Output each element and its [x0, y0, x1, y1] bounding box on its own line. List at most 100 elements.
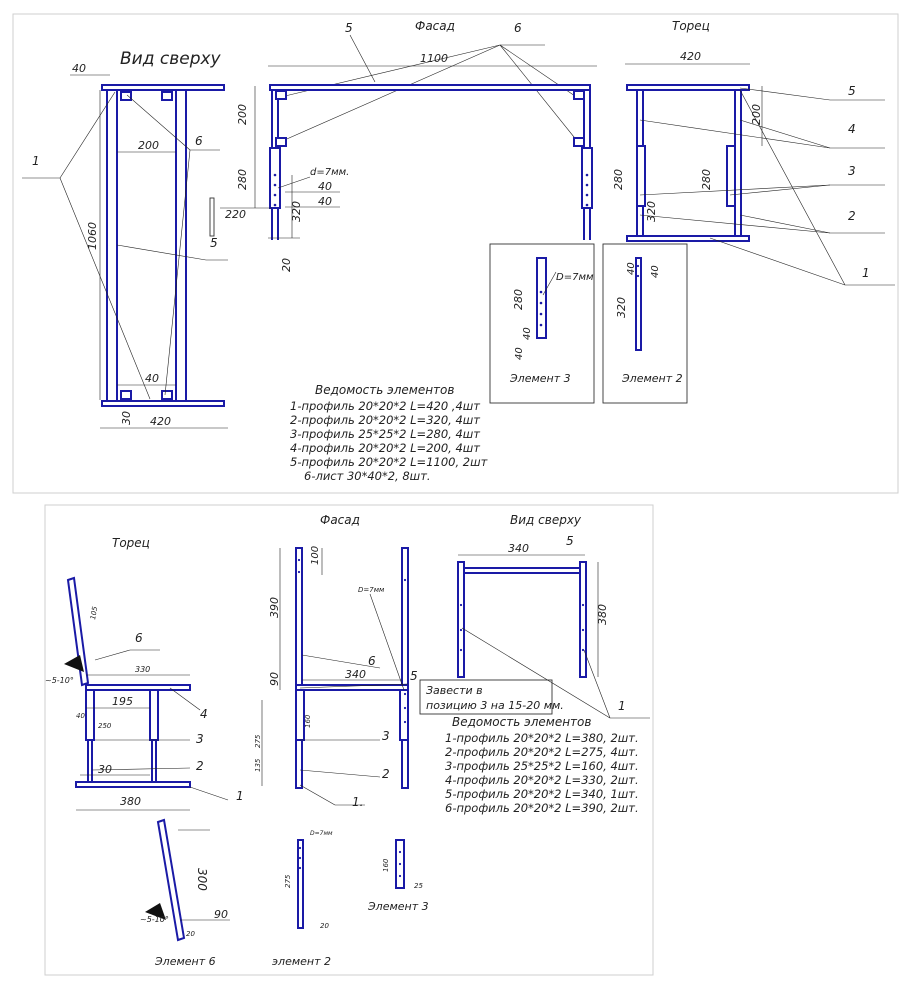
svg-text:~5-10°: ~5-10° [45, 676, 74, 685]
svg-text:320: 320 [615, 297, 628, 318]
svg-text:1-профиль 20*20*2 L=380, 2шт.: 1-профиль 20*20*2 L=380, 2шт. [445, 731, 639, 745]
svg-text:390: 390 [268, 597, 281, 618]
svg-text:380: 380 [596, 604, 609, 625]
install-note-box [419, 679, 553, 715]
svg-text:5: 5 [848, 84, 856, 98]
facade-title: Фасад [415, 19, 455, 33]
svg-text:5: 5 [410, 669, 418, 683]
svg-text:2: 2 [196, 759, 204, 773]
svg-text:d=7мм.: d=7мм. [310, 167, 349, 178]
svg-text:4: 4 [848, 122, 856, 136]
svg-text:20: 20 [280, 258, 293, 272]
svg-text:6: 6 [195, 134, 203, 148]
svg-text:5-профиль 20*20*2 L=1100, 2шт: 5-профиль 20*20*2 L=1100, 2шт [290, 455, 488, 469]
svg-text:2: 2 [848, 209, 856, 223]
svg-text:20: 20 [320, 922, 329, 930]
svg-text:3: 3 [382, 729, 390, 743]
svg-text:1.: 1. [352, 795, 363, 809]
svg-text:5-профиль 20*20*2 L=340, 1шт.: 5-профиль 20*20*2 L=340, 1шт. [445, 787, 639, 801]
svg-text:Завести в: Завести в [426, 684, 483, 697]
svg-text:280: 280 [612, 169, 625, 190]
svg-text:220: 220 [225, 208, 246, 221]
sheet2-facade: Фасад 100 390 90 340 160 275 135 D=7мм 6… [254, 513, 564, 809]
svg-text:40: 40 [72, 62, 86, 75]
svg-text:40: 40 [650, 265, 661, 278]
svg-text:200: 200 [236, 104, 249, 125]
svg-text:250: 250 [98, 722, 112, 730]
svg-text:100: 100 [310, 546, 321, 565]
svg-text:20: 20 [186, 930, 195, 938]
svg-text:280: 280 [700, 169, 713, 190]
svg-text:Элемент 2: Элемент 2 [621, 372, 683, 385]
sheet1-spec: Ведомость элементов 1-профиль 20*20*2 L=… [290, 383, 488, 483]
svg-text:6-лист 30*40*2, 8шт.: 6-лист 30*40*2, 8шт. [304, 469, 431, 483]
top-bar-lower [101, 400, 225, 407]
svg-text:90: 90 [268, 672, 281, 686]
svg-text:3-профиль 25*25*2 L=160, 4шт.: 3-профиль 25*25*2 L=160, 4шт. [445, 759, 639, 773]
svg-text:1100: 1100 [420, 52, 448, 65]
svg-text:2: 2 [382, 767, 390, 781]
svg-text:420: 420 [680, 50, 701, 63]
svg-text:6: 6 [514, 21, 522, 35]
top-bar-upper [101, 84, 225, 91]
sheet1-element2: 40 40 320 Элемент 2 [602, 243, 688, 404]
svg-text:6-профиль 20*20*2 L=390, 2шт.: 6-профиль 20*20*2 L=390, 2шт. [445, 801, 639, 815]
svg-text:Фасад: Фасад [320, 513, 360, 527]
svg-text:D=7мм: D=7мм [556, 272, 594, 283]
svg-text:40: 40 [626, 262, 637, 275]
sheet2-frame [44, 504, 654, 976]
svg-text:1-профиль 20*20*2 L=420 ,4шт: 1-профиль 20*20*2 L=420 ,4шт [290, 399, 480, 413]
svg-text:320: 320 [645, 201, 658, 222]
svg-text:4: 4 [200, 707, 208, 721]
sheet2-end-view: Торец ~5-10° 330 195 30 380 105 250 40 6… [45, 536, 244, 811]
svg-text:Вид сверху: Вид сверху [510, 513, 582, 527]
svg-text:275: 275 [284, 874, 292, 888]
svg-text:40: 40 [318, 195, 332, 208]
svg-text:4-профиль 20*20*2 L=330, 2шт.: 4-профиль 20*20*2 L=330, 2шт. [445, 773, 639, 787]
svg-text:40: 40 [145, 372, 159, 385]
top-view-title: Вид сверху [120, 49, 222, 69]
svg-text:5: 5 [210, 236, 218, 250]
svg-text:90: 90 [214, 908, 228, 921]
svg-text:160: 160 [304, 714, 312, 728]
svg-text:3: 3 [196, 732, 204, 746]
svg-text:6: 6 [368, 654, 376, 668]
svg-text:420: 420 [150, 415, 171, 428]
svg-text:200: 200 [750, 104, 763, 125]
svg-text:195: 195 [112, 695, 133, 708]
svg-text:1: 1 [32, 154, 40, 168]
svg-text:330: 330 [135, 665, 150, 674]
svg-text:5: 5 [345, 21, 353, 35]
svg-text:4-профиль 20*20*2 L=200, 4шт: 4-профиль 20*20*2 L=200, 4шт [290, 441, 480, 455]
sheet1-end-view: Торец 420 200 280 280 320 5 4 3 2 1 [612, 19, 895, 286]
svg-text:340: 340 [345, 668, 366, 681]
svg-text:~5-10°: ~5-10° [140, 915, 169, 924]
svg-text:5: 5 [566, 534, 574, 548]
svg-text:200: 200 [138, 139, 159, 152]
sheet1-facade: Фасад 5 6 1100 200 280 220 320 d=7мм. 4 [220, 19, 597, 272]
svg-text:D=7мм: D=7мм [310, 830, 333, 837]
svg-text:380: 380 [120, 795, 141, 808]
svg-text:40: 40 [318, 180, 332, 193]
svg-text:135: 135 [254, 758, 262, 772]
svg-text:Элемент 3: Элемент 3 [509, 372, 571, 385]
svg-text:40: 40 [522, 327, 533, 340]
sheet2-spec: Ведомость элементов 1-профиль 20*20*2 L=… [445, 715, 639, 815]
svg-text:позицию 3 на 15-20 мм.: позицию 3 на 15-20 мм. [426, 699, 564, 712]
spec-title: Ведомость элементов [315, 383, 454, 397]
svg-text:1060: 1060 [86, 222, 99, 250]
svg-text:2-профиль 20*20*2 L=275, 4шт.: 2-профиль 20*20*2 L=275, 4шт. [445, 745, 639, 759]
sheet1-frame [12, 13, 899, 494]
svg-text:340: 340 [508, 542, 529, 555]
svg-text:Элемент 6: Элемент 6 [154, 955, 216, 968]
svg-text:D=7мм: D=7мм [358, 586, 385, 594]
svg-text:40: 40 [76, 712, 85, 720]
sheet2-top-view: Вид сверху 340 5 380 1 [457, 513, 650, 719]
svg-text:160: 160 [382, 858, 390, 872]
sheet1-element3: 280 40 40 D=7мм Элемент 3 [489, 243, 595, 404]
sheet2-element3: 160 25 Элемент 3 [367, 839, 429, 913]
svg-text:1: 1 [236, 789, 244, 803]
sheet1-top-view: Вид сверху 40 200 1060 40 30 420 1 6 5 [22, 49, 228, 429]
svg-text:30: 30 [120, 411, 133, 425]
